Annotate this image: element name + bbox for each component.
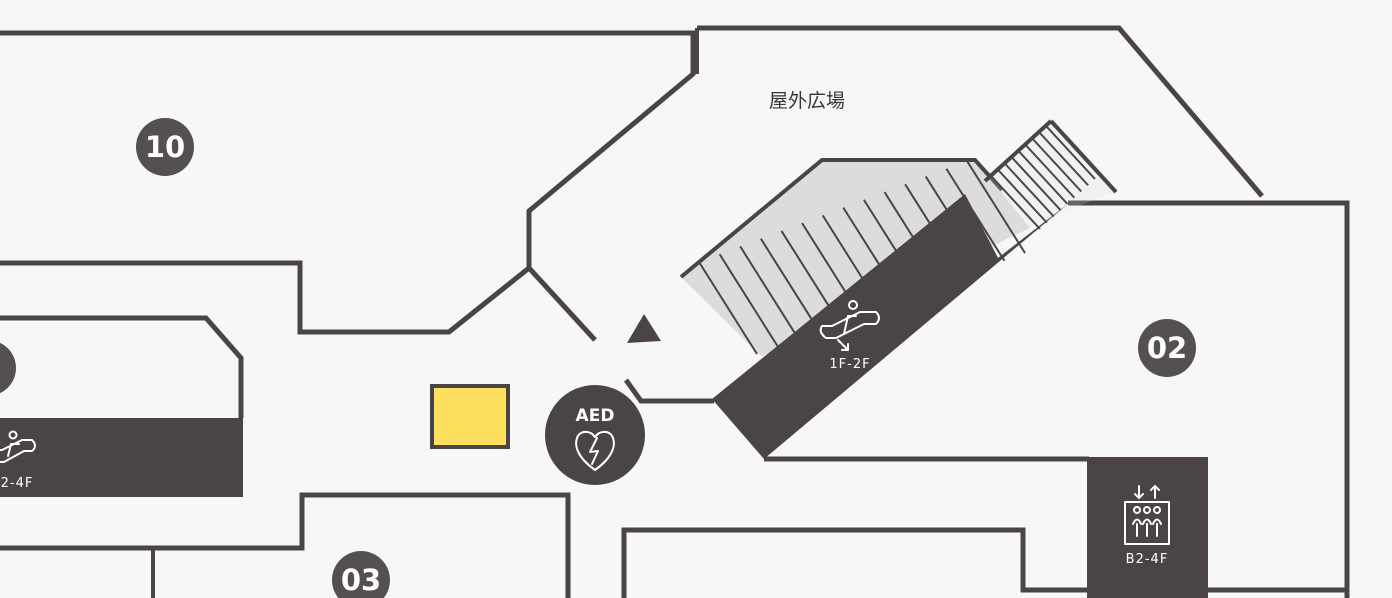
badge-circle bbox=[1138, 319, 1196, 377]
escalator-main-floors: 1F-2F bbox=[829, 357, 870, 372]
stair-step-line bbox=[1039, 132, 1089, 186]
elevator-floors: B2-4F bbox=[1126, 552, 1169, 567]
wall-lower-right bbox=[621, 527, 1090, 598]
aed-label: AED bbox=[576, 406, 615, 426]
stair-step-line bbox=[698, 261, 758, 355]
stair-step-line bbox=[1032, 138, 1082, 193]
wall-top-left bbox=[0, 30, 696, 342]
area-outdoor-plaza-label: 屋外広場 bbox=[769, 90, 845, 112]
elevator-icon bbox=[1124, 485, 1170, 545]
stair-step-line bbox=[1005, 163, 1055, 218]
stair-step-line bbox=[1018, 151, 1069, 205]
shop-badge-10[interactable]: 10 bbox=[136, 118, 194, 176]
wall-room-03 bbox=[0, 492, 571, 598]
badge-circle bbox=[332, 551, 390, 598]
stairs-small-fill bbox=[985, 121, 1114, 226]
escalator-band-main bbox=[712, 194, 1069, 459]
escalator-band-left bbox=[0, 418, 243, 497]
wall-door-bottom bbox=[623, 378, 714, 404]
badge-circle bbox=[0, 342, 16, 394]
stair-step-line bbox=[1025, 145, 1076, 199]
shop-badge-partial[interactable] bbox=[0, 340, 16, 396]
stairs-main-outline bbox=[679, 158, 1004, 279]
stair-step-line bbox=[1046, 126, 1096, 180]
stairs-small-outline bbox=[983, 119, 1053, 183]
escalator-left-icon bbox=[0, 430, 36, 463]
stairs-small-steps bbox=[991, 126, 1096, 230]
shop-number: 10 bbox=[145, 130, 185, 164]
shop-badge-03[interactable]: 03 bbox=[332, 551, 390, 598]
stairs-main-fill bbox=[681, 160, 1030, 357]
stair-step-line bbox=[991, 176, 1041, 230]
aed-circle bbox=[545, 385, 645, 485]
wall-room-10-bottom bbox=[0, 260, 531, 335]
stair-step-line bbox=[739, 245, 800, 339]
escalator-left-floors: 2-4F bbox=[1, 476, 34, 491]
stair-step-line bbox=[760, 238, 820, 332]
shop-number: 02 bbox=[1147, 331, 1187, 365]
badge-circle bbox=[136, 118, 194, 176]
escalator-icon bbox=[819, 300, 880, 351]
stair-step-line bbox=[1011, 157, 1062, 211]
wall-left-block bbox=[0, 315, 244, 418]
shop-badge-02[interactable]: 02 bbox=[1138, 319, 1196, 377]
walls bbox=[0, 25, 1350, 598]
wall-room-02 bbox=[1068, 200, 1350, 598]
highlight-marker[interactable] bbox=[430, 384, 510, 449]
wall-plaza-top bbox=[697, 25, 1264, 198]
shop-number: 03 bbox=[341, 563, 381, 597]
aed-heart-icon bbox=[575, 430, 615, 471]
stair-step-line bbox=[718, 253, 779, 347]
stair-step-line bbox=[998, 170, 1048, 224]
aed-marker[interactable]: AED bbox=[545, 385, 645, 485]
stair-step-line bbox=[966, 160, 1026, 254]
stairs-small-outline-right bbox=[1049, 119, 1118, 194]
direction-arrow-icon bbox=[627, 314, 661, 343]
